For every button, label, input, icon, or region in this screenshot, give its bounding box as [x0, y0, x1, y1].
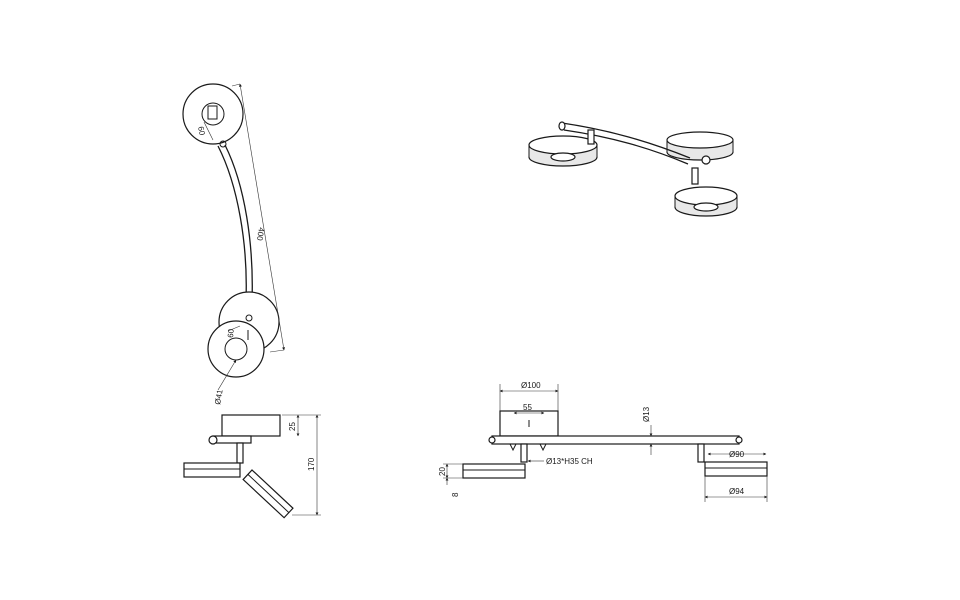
- top-view-upper-head-hole: [201, 102, 225, 126]
- persp-left-head-top: [528, 135, 598, 155]
- dim-ext-arm-bottom: [269, 349, 285, 353]
- dim-base-inner-top: 60: [226, 328, 236, 338]
- front-view-left-head: [462, 463, 526, 479]
- dim-ext-arm-top: [231, 83, 241, 87]
- side-view-head-tilted: [242, 469, 294, 519]
- persp-base-top: [666, 131, 734, 149]
- front-view: Ø100 55 Ø13 Ø13*H35 CH 20 8 Ø90 Ø94: [438, 381, 768, 502]
- front-view-right-stem: [697, 443, 705, 463]
- top-view-upper-joint: [219, 140, 227, 148]
- top-view-upper-head-socket: [207, 105, 218, 120]
- side-view: 25 170: [183, 414, 321, 519]
- persp-right-stem: [691, 167, 699, 185]
- dim-line-arm-length: [238, 83, 286, 351]
- persp-left-stem: [587, 129, 595, 145]
- persp-left-head-hole: [550, 152, 576, 162]
- front-view-right-head: [704, 461, 768, 477]
- dim-tube: Ø13: [642, 406, 651, 422]
- side-view-head-left: [183, 462, 241, 478]
- front-view-arm-tube: [491, 435, 740, 445]
- persp-arm-bottom: [563, 129, 689, 165]
- side-view-arm-tube: [212, 435, 252, 444]
- top-view-upper-head: [182, 83, 244, 145]
- persp-right-head-top: [674, 186, 738, 206]
- dim-base-height: 25: [288, 422, 297, 431]
- dim-base-inner-front: 55: [523, 403, 532, 412]
- dim-line-head-diameter: [217, 359, 237, 391]
- persp-right-head-hole: [693, 202, 719, 212]
- top-view-lower-head: [207, 320, 265, 378]
- top-view: 400 60 60 Ø41: [182, 83, 286, 405]
- dim-joint: Ø13*H35 CH: [546, 457, 593, 466]
- dim-head-height: 20: [438, 467, 447, 476]
- dim-head-diameter: Ø41: [213, 388, 225, 405]
- top-view-arm-outer: [217, 145, 247, 301]
- dim-head-thickness: 8: [451, 492, 460, 497]
- dim-line-base-inner: [227, 325, 241, 332]
- side-view-stem: [236, 442, 244, 464]
- dim-total-height: 170: [307, 457, 316, 471]
- dim-arm-length: 400: [255, 227, 266, 242]
- persp-arm-end: [558, 121, 566, 131]
- side-view-ceiling-base: [221, 414, 281, 437]
- front-view-left-stem: [520, 443, 528, 463]
- perspective-view: [528, 121, 738, 217]
- dim-head-inner: 60: [196, 126, 207, 137]
- front-view-joint-left: [509, 443, 517, 452]
- dim-line-head-inner: [203, 121, 214, 141]
- persp-joint: [701, 155, 711, 165]
- top-view-arm-inner: [224, 144, 253, 303]
- dim-head-inner-diameter: Ø90: [729, 450, 745, 459]
- side-view-arm-end: [208, 435, 218, 445]
- persp-arm-top: [561, 122, 691, 159]
- dim-base-diameter: Ø100: [521, 381, 541, 390]
- front-view-joint-right: [539, 443, 547, 452]
- dim-head-outer-diameter: Ø94: [729, 487, 745, 496]
